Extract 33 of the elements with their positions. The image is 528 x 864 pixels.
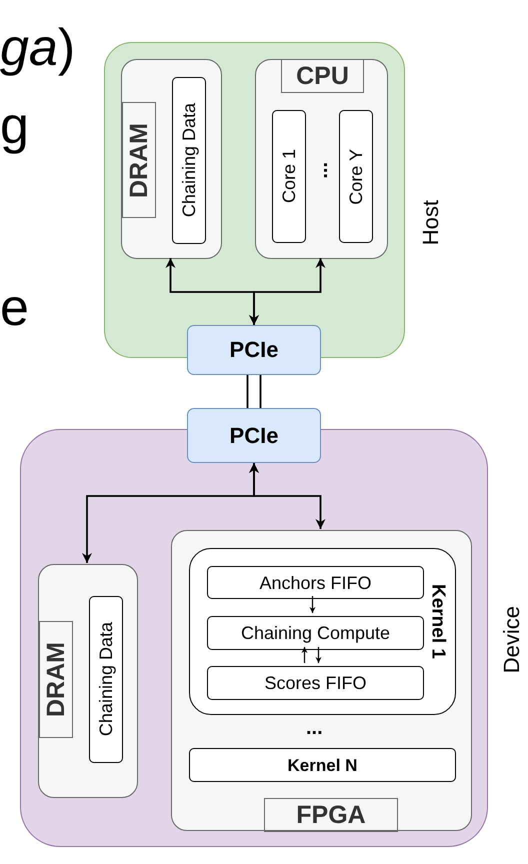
ellipsis: ...	[311, 162, 331, 179]
core-block: Core 1	[272, 110, 306, 243]
processor-panel	[255, 59, 388, 259]
section-title: CPU	[281, 59, 364, 93]
arrow	[310, 596, 316, 613]
interface-block: PCIe	[187, 325, 321, 375]
ellipsis: ...	[306, 718, 323, 738]
compute-block: Chaining Compute	[207, 616, 424, 650]
section-title: DRAM	[122, 102, 156, 218]
kernel-panel	[189, 548, 456, 715]
fifo-block: Anchors FIFO	[207, 566, 424, 599]
memory-panel	[121, 59, 222, 259]
fifo-block: Scores FIFO	[207, 666, 424, 700]
section-title: FPGA	[264, 798, 398, 832]
data-block: Chaining Data	[172, 77, 206, 244]
cut-off-text: e	[0, 282, 29, 334]
group-title: Kernel 1	[426, 583, 450, 661]
interface-block: PCIe	[187, 408, 321, 463]
cut-off-text: g	[0, 100, 29, 152]
arrow	[302, 647, 308, 663]
fpga-panel	[171, 530, 472, 831]
memory-panel	[38, 564, 138, 798]
arrow	[249, 463, 326, 529]
kernel-block: Kernel N	[189, 748, 456, 782]
data-block: Chaining Data	[89, 596, 123, 763]
section-title: DRAM	[39, 621, 73, 738]
group-title: Host	[418, 199, 444, 248]
arrow	[316, 647, 322, 663]
group-title: Device	[499, 605, 525, 676]
arrow	[249, 258, 326, 325]
cut-off-text: ga)	[0, 22, 76, 74]
core-block: Core Y	[339, 110, 373, 243]
double-line	[246, 374, 262, 409]
